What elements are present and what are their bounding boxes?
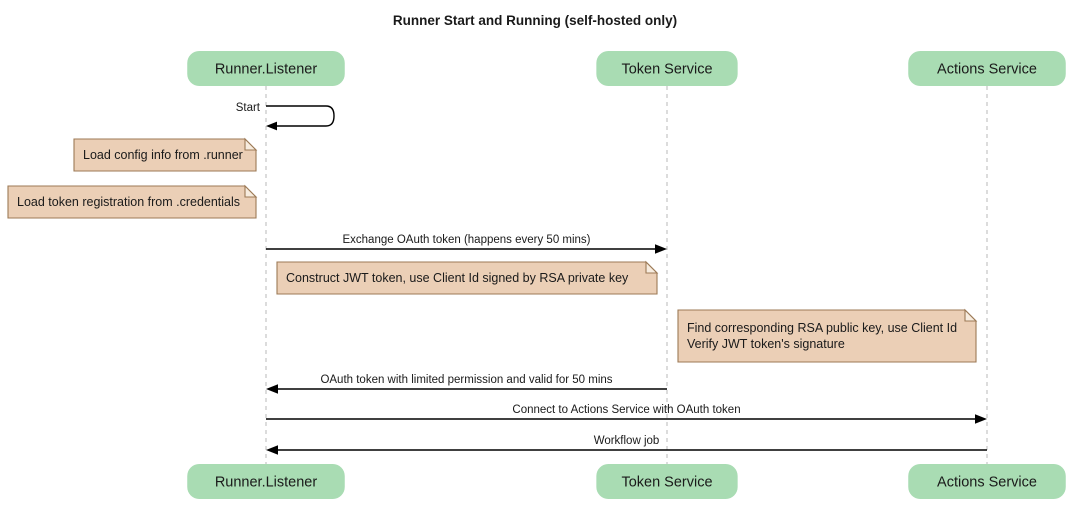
participant-box-token — [596, 51, 738, 86]
participant-actions-top[interactable]: Actions Service — [908, 51, 1066, 86]
participant-label-actions: Actions Service — [937, 62, 1037, 78]
participant-runner-bottom[interactable]: Runner.Listener — [187, 464, 345, 499]
msg-oauth-token-return: OAuth token with limited permission and … — [266, 374, 667, 394]
participant-box-actions — [908, 51, 1066, 86]
note-construct-jwt-box — [276, 261, 658, 295]
note-construct-jwt-fold-corner-icon — [645, 260, 659, 274]
lifelines-layer — [265, 86, 988, 464]
self-message-start: Start — [236, 102, 335, 131]
participants-bottom: Runner.Listener Token Service Actions Serv… — [187, 464, 1066, 499]
participant-label-runner: Runner.Listener — [215, 475, 318, 491]
participant-label-token: Token Service — [621, 62, 712, 78]
note-verify-jwt: Find corresponding RSA public key, use C… — [677, 308, 978, 363]
participant-label-runner: Runner.Listener — [215, 62, 318, 78]
msg-exchange-oauth-label: Exchange OAuth token (happens every 50 m… — [342, 234, 590, 246]
note-construct-jwt-line-0: Construct JWT token, use Client Id signe… — [286, 271, 629, 285]
note-load-token-registration-line-0: Load token registration from .credential… — [17, 195, 240, 209]
participant-label-actions: Actions Service — [937, 475, 1037, 491]
note-load-config-box — [73, 138, 257, 172]
note-load-token-registration: Load token registration from .credential… — [7, 184, 258, 219]
participant-token-top[interactable]: Token Service — [596, 51, 738, 86]
participant-actions-bottom[interactable]: Actions Service — [908, 464, 1066, 499]
self-message-line — [266, 105, 335, 127]
note-load-config-fold-corner-icon — [244, 137, 258, 151]
msg-workflow-job-arrowhead — [266, 445, 278, 455]
participant-box-runner — [187, 464, 345, 499]
participant-label-token: Token Service — [621, 475, 712, 491]
self-message-label: Start — [236, 102, 261, 114]
note-load-token-registration-box — [7, 185, 257, 219]
messages-layer: Exchange OAuth token (happens every 50 m… — [266, 234, 987, 455]
msg-connect-actions-arrowhead — [975, 414, 987, 424]
note-construct-jwt: Construct JWT token, use Client Id signe… — [276, 260, 659, 295]
participant-box-actions — [908, 464, 1066, 499]
msg-oauth-token-return-label: OAuth token with limited permission and … — [320, 374, 612, 386]
msg-workflow-job: Workflow job — [266, 435, 987, 455]
msg-connect-actions-label: Connect to Actions Service with OAuth to… — [512, 404, 740, 416]
msg-exchange-oauth: Exchange OAuth token (happens every 50 m… — [266, 234, 667, 254]
note-verify-jwt-fold-corner-icon — [964, 308, 978, 322]
msg-exchange-oauth-arrowhead — [655, 244, 667, 254]
participants-top: Runner.Listener Token Service Actions Serv… — [187, 51, 1066, 86]
self-message-arrowhead — [266, 121, 277, 131]
note-verify-jwt-box — [677, 309, 977, 363]
participant-runner-top[interactable]: Runner.Listener — [187, 51, 345, 86]
note-load-config-line-0: Load config info from .runner — [83, 148, 243, 162]
participant-token-bottom[interactable]: Token Service — [596, 464, 738, 499]
note-load-config: Load config info from .runner — [73, 137, 258, 172]
note-verify-jwt-line-0: Find corresponding RSA public key, use C… — [687, 321, 957, 335]
msg-connect-actions: Connect to Actions Service with OAuth to… — [266, 404, 987, 424]
note-load-token-registration-fold-corner-icon — [244, 184, 258, 198]
participant-box-runner — [187, 51, 345, 86]
note-verify-jwt-line-1: Verify JWT token's signature — [687, 337, 845, 351]
msg-oauth-token-return-arrowhead — [266, 384, 278, 394]
diagram-title: Runner Start and Running (self-hosted on… — [393, 13, 677, 28]
msg-workflow-job-label: Workflow job — [594, 435, 660, 447]
participant-box-token — [596, 464, 738, 499]
